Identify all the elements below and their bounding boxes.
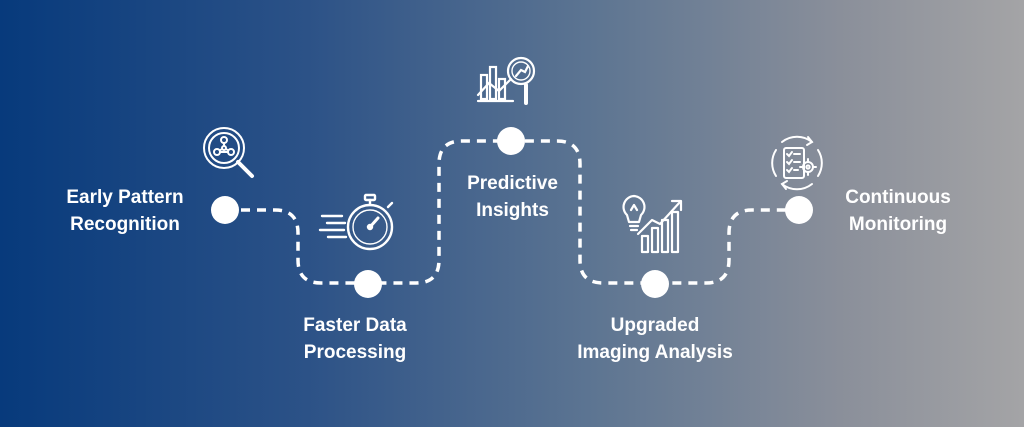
step-node-faster-data-processing — [354, 270, 382, 298]
network-search-icon — [203, 127, 254, 178]
step-label-early-pattern-recognition: Early Pattern Recognition — [66, 187, 184, 235]
chart-magnifier-icon — [476, 56, 536, 105]
step-label-upgraded-imaging-analysis: Upgraded Imaging Analysis — [577, 315, 733, 363]
cycle-checklist-icon — [771, 135, 823, 191]
step-label-continuous-monitoring: Continuous Monitoring — [845, 187, 951, 235]
step-node-predictive-insights — [497, 127, 525, 155]
step-node-continuous-monitoring — [785, 196, 813, 224]
stopwatch-icon — [318, 193, 394, 251]
step-label-predictive-insights: Predictive Insights — [467, 173, 558, 221]
step-node-upgraded-imaging-analysis — [641, 270, 669, 298]
lightbulb-growth-icon — [622, 194, 683, 254]
step-node-early-pattern-recognition — [211, 196, 239, 224]
step-label-faster-data-processing: Faster Data Processing — [303, 315, 407, 363]
